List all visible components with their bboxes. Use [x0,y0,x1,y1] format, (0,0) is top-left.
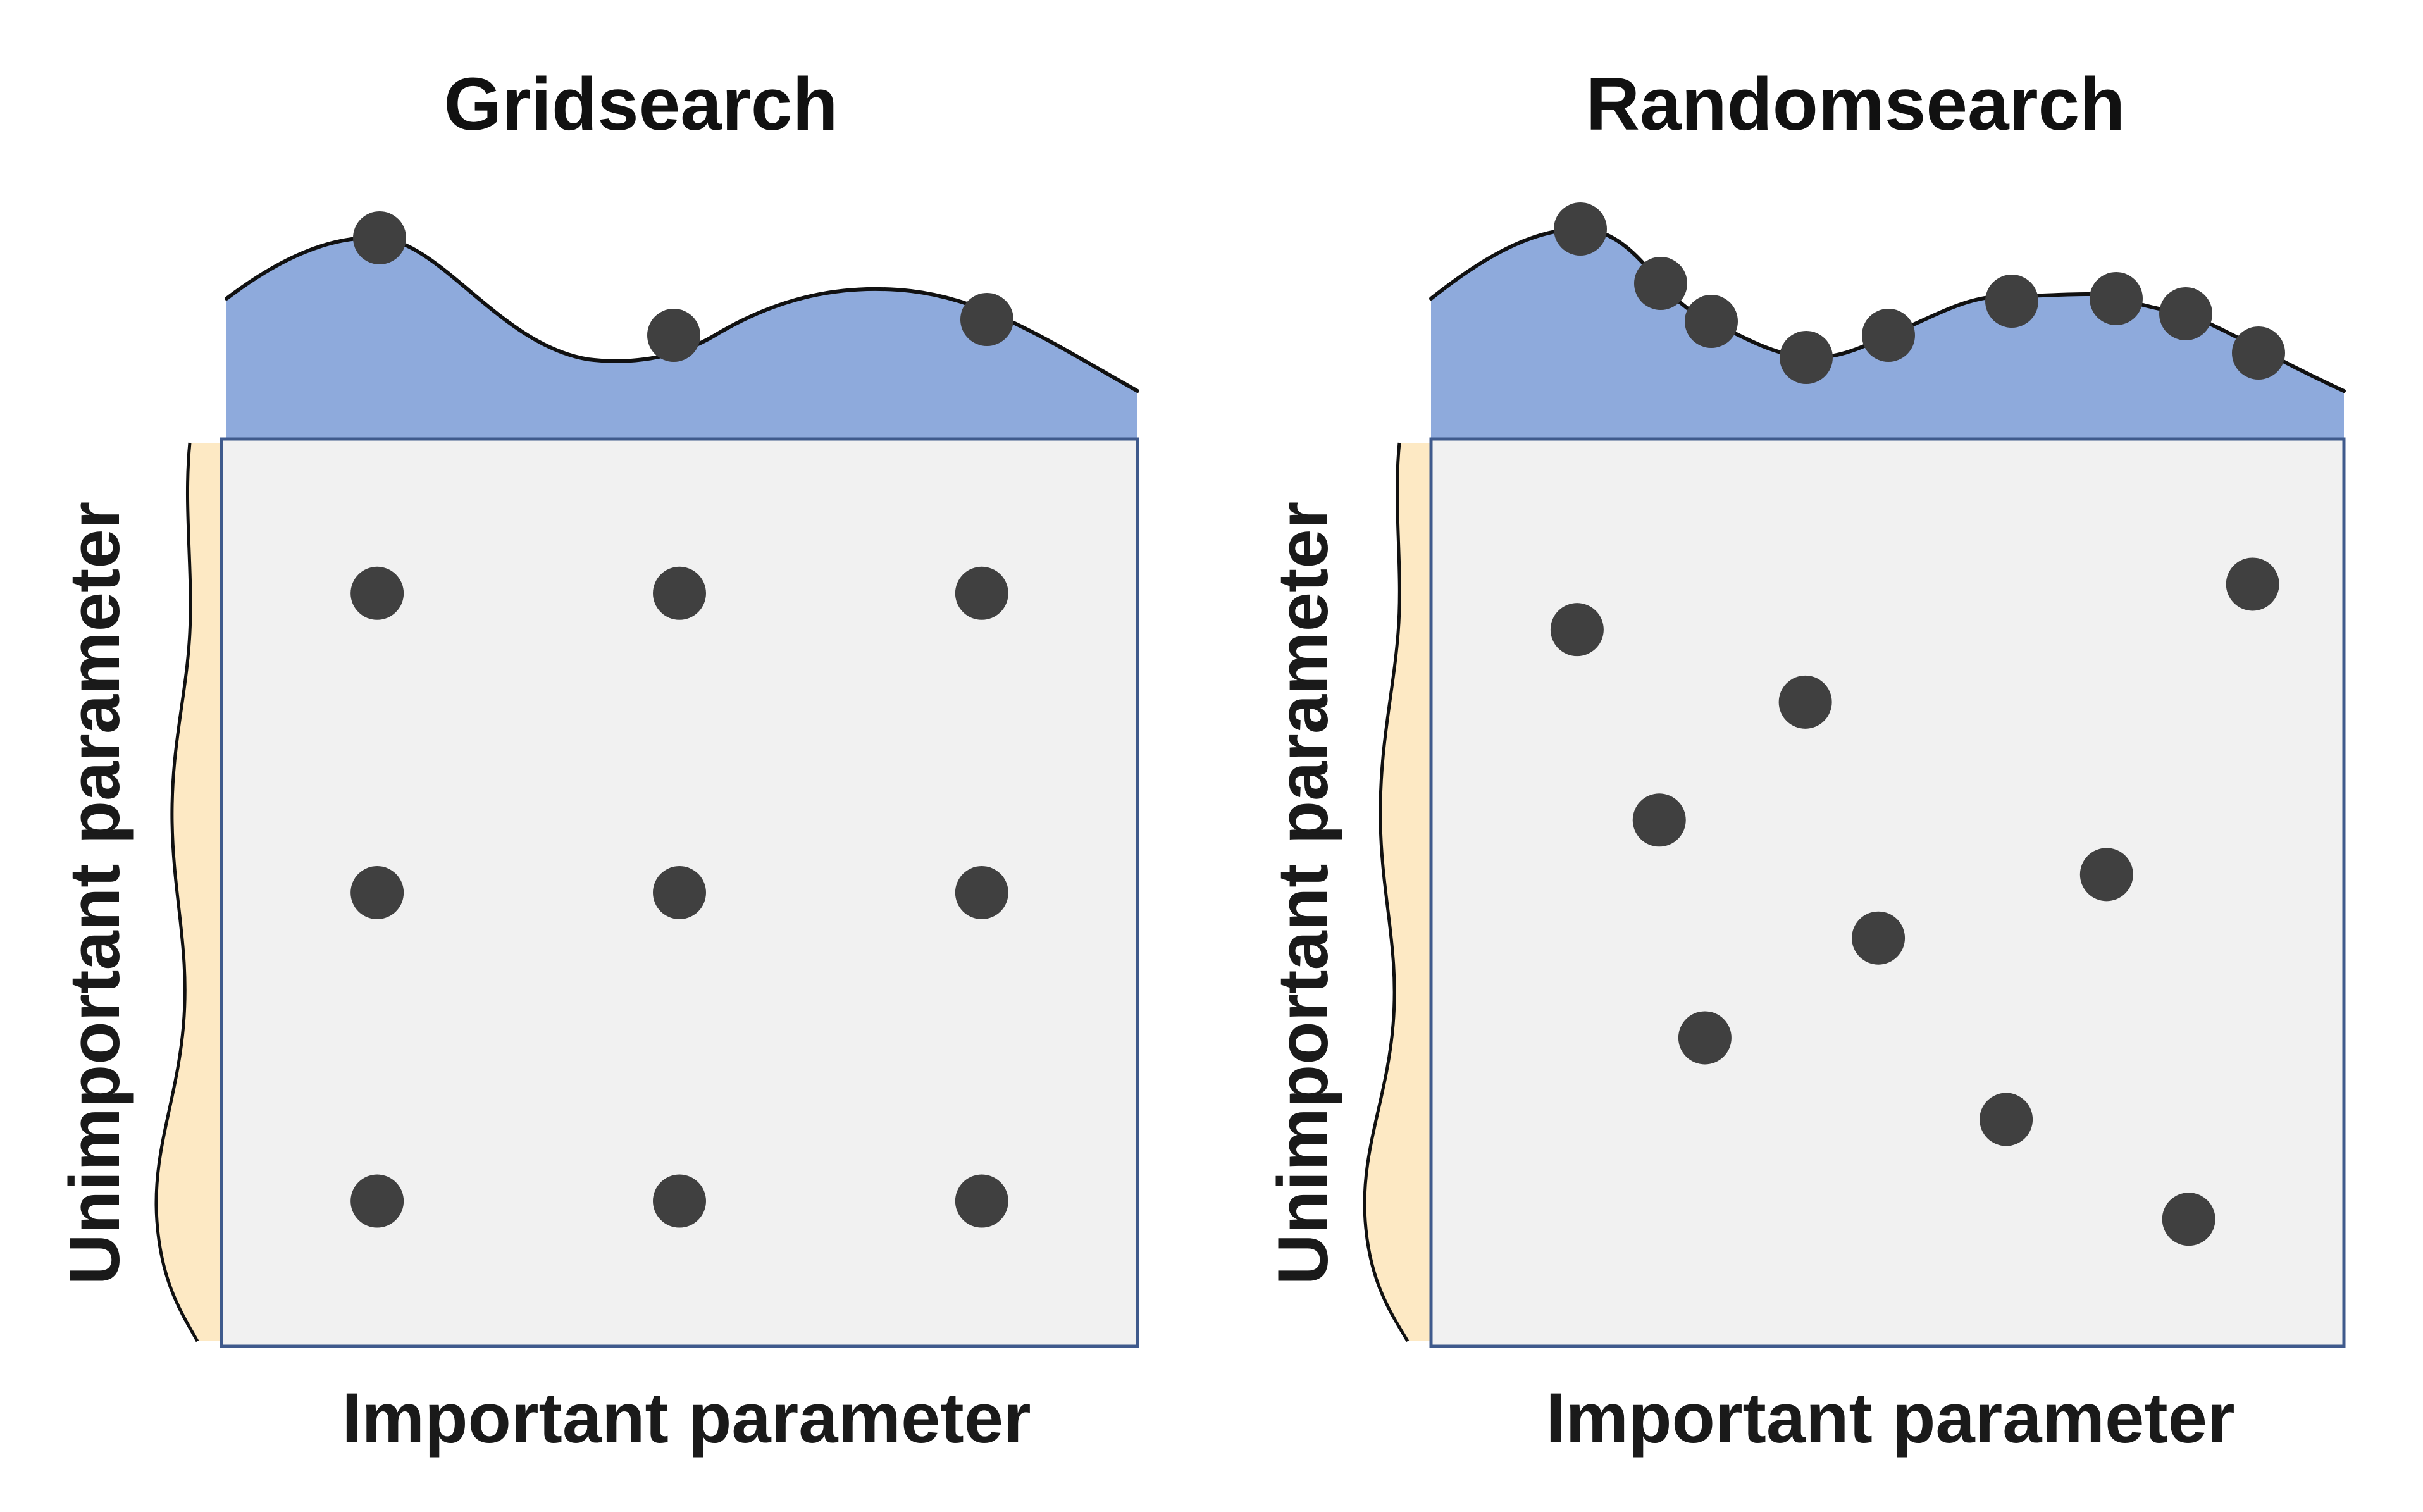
sample-point [1550,603,1604,657]
projected-point [1634,257,1687,310]
projected-point [2090,272,2143,325]
sample-point [955,1174,1008,1228]
sample-point [653,866,706,919]
sample-point [955,566,1008,620]
x-axis-label: Important parameter [342,1379,1031,1458]
side-response-curve-fill [1364,443,1431,1341]
panel-title: Gridsearch [443,63,838,146]
points-layer [350,566,1008,1228]
projected-point [1685,295,1738,348]
panel-gridsearch: Gridsearch Important parameter Unimporta… [55,63,1139,1458]
sample-point [1632,793,1686,847]
sample-point [350,866,404,919]
sample-point [2162,1193,2215,1246]
projected-point [960,293,1013,346]
sample-point [350,1174,404,1228]
projected-point [1985,275,2038,328]
projected-point [1554,202,1607,256]
sample-point [1778,675,1832,729]
projected-point [647,309,700,362]
sample-point [2226,557,2279,611]
side-response-curve-line [1363,442,1410,1342]
projected-point [2159,287,2212,340]
sample-point [1852,911,1906,965]
sample-point [2079,848,2133,902]
sample-point [653,566,706,620]
side-response-curve-fill [156,443,221,1341]
top-response-curve-fill [1431,229,2344,439]
projected-point [2232,326,2285,380]
y-axis-label: Unimportant parameter [55,502,134,1285]
sample-point [1980,1093,2033,1146]
projected-point [1862,309,1915,362]
points-layer [1550,557,2279,1246]
y-axis-label: Unimportant parameter [1263,502,1342,1285]
top-response-curve-fill [226,237,1137,439]
x-axis-label: Important parameter [1546,1379,2234,1458]
panel-randomsearch: Randomsearch Important parameter Unimpor… [1263,63,2346,1458]
sample-point [350,566,404,620]
side-response-curve-line [154,442,199,1342]
panel-title: Randomsearch [1586,63,2126,146]
sample-point [653,1174,706,1228]
sample-point [955,866,1008,919]
projected-point [353,211,406,264]
projected-point [1780,331,1833,384]
sample-point [1678,1011,1732,1065]
